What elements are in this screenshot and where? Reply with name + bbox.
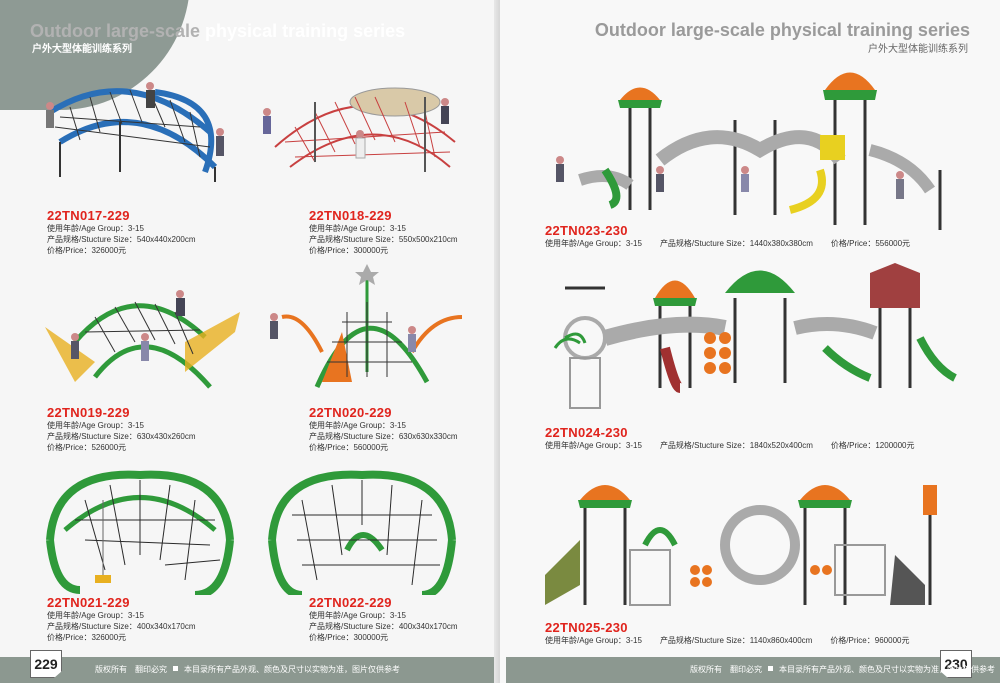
product-22TN021: 22TN021-229 使用年龄/Age Group：3-15 产品规格/Stu… — [47, 595, 196, 643]
product-code: 22TN019-229 — [47, 405, 130, 420]
product-price: 价格/Price：300000元 — [309, 633, 389, 642]
product-code: 22TN023-230 — [545, 223, 628, 238]
copyright-text: 版权所有 翻印必究 — [690, 665, 762, 674]
product-price: 价格/Price：326000元 — [47, 633, 127, 642]
product-size: 产品规格/Stucture Size：1140x860x400cm — [659, 636, 813, 645]
product-image-22TN022 — [268, 470, 456, 595]
product-code: 22TN021-229 — [47, 595, 130, 610]
product-age: 使用年龄/Age Group：3-15 — [309, 611, 406, 620]
product-size: 产品规格/Stucture Size：550x500x210cm — [309, 235, 458, 244]
product-price: 价格/Price：526000元 — [47, 443, 127, 452]
product-size: 产品规格/Stucture Size：630x430x260cm — [47, 432, 196, 441]
product-age: 使用年龄/Age Group：3-15 — [47, 611, 144, 620]
product-22TN019: 22TN019-229 使用年龄/Age Group：3-15 产品规格/Stu… — [47, 405, 196, 453]
product-price: 价格/Price：960000元 — [830, 636, 910, 645]
product-age: 使用年龄/Age Group：3-15 — [545, 441, 642, 450]
product-22TN023: 22TN023-230 使用年龄/Age Group：3-15 产品规格/Stu… — [545, 223, 910, 249]
page-footer — [0, 657, 494, 683]
product-age: 使用年龄/Age Group：3-15 — [309, 421, 406, 430]
page-number: 229 — [30, 650, 62, 678]
series-title: Outdoor large-scale physical training se… — [594, 20, 970, 40]
series-subtitle-cn: 户外大型体能训练系列 — [32, 44, 132, 55]
product-image-22TN021 — [46, 470, 234, 595]
product-size: 产品规格/Stucture Size：1440x380x380cm — [659, 239, 813, 248]
copyright-text: 版权所有 翻印必究 — [95, 665, 167, 674]
product-code: 22TN024-230 — [545, 425, 628, 440]
product-size: 产品规格/Stucture Size：540x440x200cm — [47, 235, 196, 244]
product-size: 产品规格/Stucture Size：400x340x170cm — [47, 622, 196, 631]
product-code: 22TN020-229 — [309, 405, 392, 420]
product-22TN020: 22TN020-229 使用年龄/Age Group：3-15 产品规格/Stu… — [309, 405, 458, 453]
product-image-22TN017 — [46, 82, 224, 182]
product-22TN025: 22TN025-230 使用年龄/Age Group：3-15 产品规格/Stu… — [545, 620, 909, 646]
square-bullet-icon — [173, 666, 178, 671]
footer-text: 版权所有 翻印必究 本目录所有产品外观、颜色及尺寸以实物为准，图片仅供参考 — [690, 664, 995, 675]
catalog-page-left: Outdoor large-scale physical training se… — [0, 0, 494, 683]
product-size: 产品规格/Stucture Size：630x630x330cm — [309, 432, 458, 441]
product-code: 22TN017-229 — [47, 208, 130, 223]
product-22TN022: 22TN022-229 使用年龄/Age Group：3-15 产品规格/Stu… — [309, 595, 458, 643]
product-age: 使用年龄/Age Group：3-15 — [47, 421, 144, 430]
product-age: 使用年龄/Age Group：3-15 — [47, 224, 144, 233]
catalog-page-right: Outdoor large-scale physical training se… — [500, 0, 1000, 683]
product-image-22TN023 — [556, 72, 942, 230]
product-price: 价格/Price：1200000元 — [830, 441, 915, 450]
product-age: 使用年龄/Age Group：3-15 — [545, 239, 642, 248]
product-size: 产品规格/Stucture Size：400x340x170cm — [309, 622, 458, 631]
product-22TN024: 22TN024-230 使用年龄/Age Group：3-15 产品规格/Stu… — [545, 425, 915, 451]
product-image-22TN020 — [270, 264, 463, 388]
product-price: 价格/Price：326000元 — [47, 246, 127, 255]
product-image-22TN018 — [263, 87, 456, 172]
series-title: Outdoor large-scale physical training se… — [30, 21, 406, 41]
product-size: 产品规格/Stucture Size：1840x520x400cm — [659, 441, 813, 450]
product-image-22TN025 — [545, 485, 937, 606]
page-number: 230 — [940, 650, 972, 678]
series-subtitle-cn: 户外大型体能训练系列 — [868, 44, 968, 55]
footer-text: 版权所有 翻印必究 本目录所有产品外观、颜色及尺寸以实物为准，图片仅供参考 — [95, 664, 400, 675]
product-price: 价格/Price：556000元 — [830, 239, 911, 248]
product-age: 使用年龄/Age Group：3-15 — [309, 224, 406, 233]
product-image-22TN024 — [553, 263, 957, 409]
product-22TN017: 22TN017-229 使用年龄/Age Group：3-15 产品规格/Stu… — [47, 208, 196, 256]
product-price: 价格/Price：300000元 — [309, 246, 389, 255]
product-code: 22TN022-229 — [309, 595, 392, 610]
product-image-22TN019 — [45, 290, 240, 389]
product-code: 22TN018-229 — [309, 208, 392, 223]
disclaimer-text: 本目录所有产品外观、颜色及尺寸以实物为准，图片仅供参考 — [184, 665, 400, 674]
product-price: 价格/Price：560000元 — [309, 443, 389, 452]
product-22TN018: 22TN018-229 使用年龄/Age Group：3-15 产品规格/Stu… — [309, 208, 458, 256]
product-age: 使用年龄/Age Group：3-15 — [545, 636, 642, 645]
page-footer — [506, 657, 1000, 683]
disclaimer-text: 本目录所有产品外观、颜色及尺寸以实物为准，图片仅供参考 — [779, 665, 995, 674]
product-code: 22TN025-230 — [545, 620, 628, 635]
square-bullet-icon — [768, 666, 773, 671]
